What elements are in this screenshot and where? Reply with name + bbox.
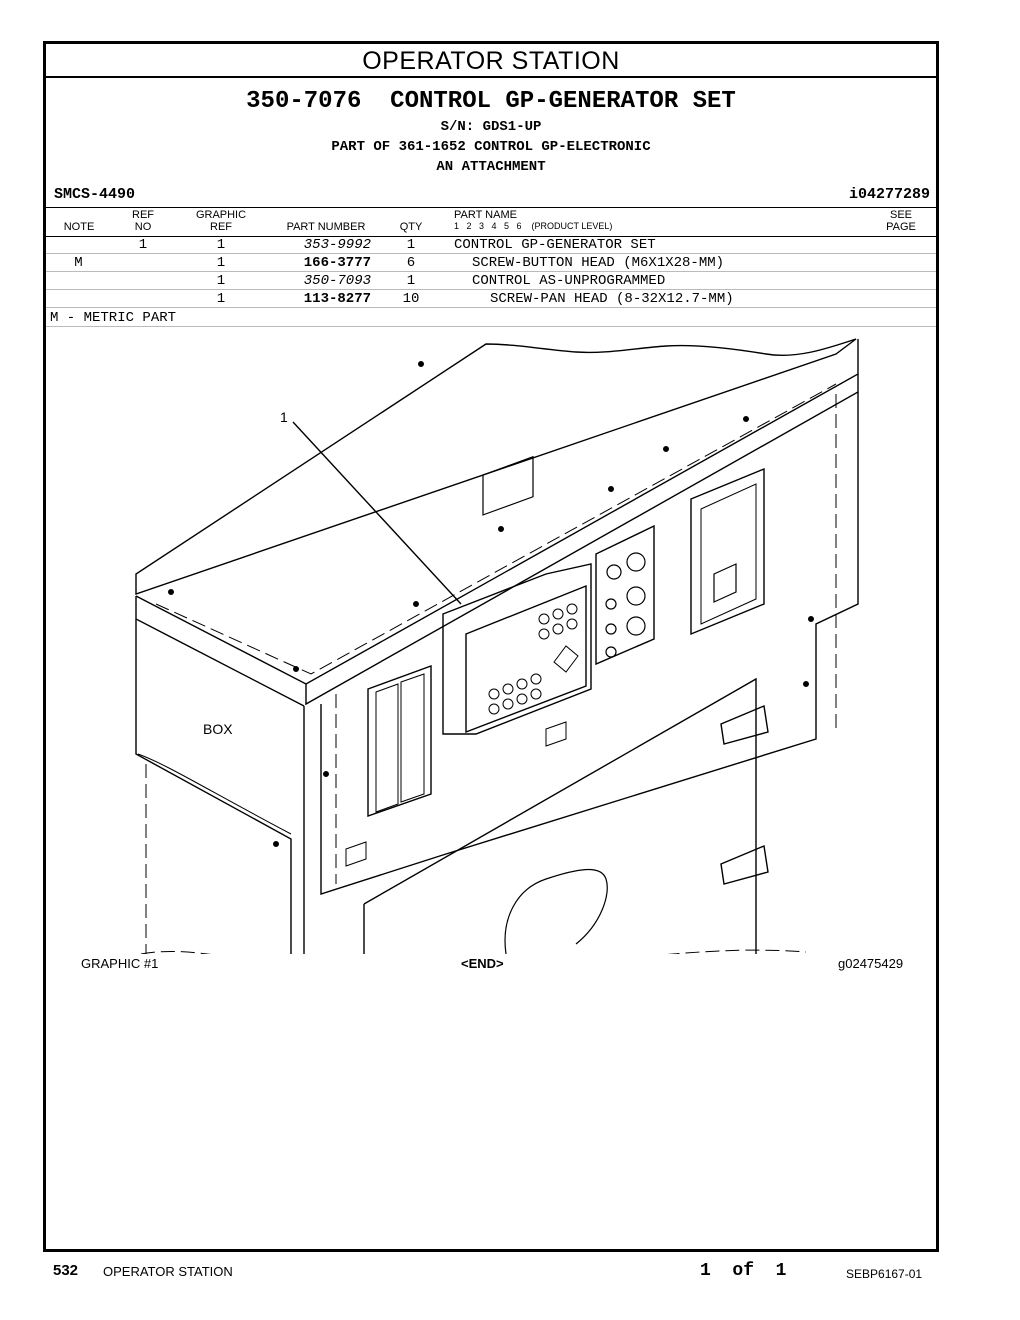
box-label: BOX	[203, 721, 233, 737]
header-see-page-2: PAGE	[886, 221, 916, 233]
header-note: NOTE	[63, 221, 95, 233]
cell-graphic-ref: 1	[216, 237, 226, 253]
cell-qty: 1	[406, 237, 416, 253]
break-line-bottom	[666, 949, 807, 954]
page-of: 1 of 1	[700, 1261, 787, 1281]
end-marker: <END>	[461, 956, 504, 971]
section-title: OPERATOR STATION	[46, 44, 936, 78]
cell-qty: 6	[406, 255, 416, 271]
table-row: 1 1 353-9992 1 CONTROL GP-GENERATOR SET	[46, 236, 936, 254]
front-panel-outline	[320, 392, 859, 895]
page-frame: OPERATOR STATION 350-7076 CONTROL GP-GEN…	[43, 41, 939, 1252]
graphic-id: g02475429	[838, 956, 904, 971]
lid-top-outline	[135, 338, 857, 595]
table-row: M 1 166-3777 6 SCREW-BUTTON HEAD (M6X1X2…	[46, 254, 936, 272]
access-latch	[713, 563, 737, 603]
box-left-side	[135, 619, 292, 954]
callout-number: 1	[280, 409, 288, 425]
meter-strip-right	[400, 673, 425, 803]
cell-qty: 10	[402, 291, 420, 307]
cell-part-name: CONTROL GP-GENERATOR SET	[454, 237, 656, 253]
controller-display	[482, 455, 534, 516]
generator-control-drawing: 1 BOX	[135, 338, 859, 954]
lid-dashed-line	[155, 383, 837, 675]
info-id: i04277289	[848, 186, 930, 203]
part-of-line: PART OF 361-1652 CONTROL GP-ELECTRONIC	[331, 139, 651, 155]
cell-part-number: 353-9992	[303, 237, 371, 253]
lid-left-edge	[135, 596, 305, 707]
access-panel-inner	[700, 483, 757, 625]
screw-markers	[168, 361, 814, 847]
page-number: 532	[53, 1262, 79, 1279]
cell-part-name: SCREW-BUTTON HEAD (M6X1X28-MM)	[472, 255, 725, 271]
cell-part-number: 350-7093	[303, 273, 371, 289]
header-graphic-ref-1: GRAPHIC	[195, 209, 247, 221]
header-qty: QTY	[399, 221, 423, 233]
meter-strip-left	[375, 683, 399, 813]
lid-lip	[305, 374, 859, 706]
header-product-level: 1 2 3 4 5 6 (PRODUCT LEVEL)	[454, 221, 613, 231]
cell-note: M	[74, 255, 83, 271]
header-part-name: PART NAME	[454, 209, 517, 221]
smcs-code: SMCS-4490	[54, 186, 136, 203]
header-see-page-1: SEE	[889, 209, 912, 221]
controller-buttons	[488, 603, 579, 715]
cell-graphic-ref: 1	[216, 291, 226, 307]
document-id: SEBP6167-01	[846, 1267, 923, 1281]
cell-part-number: 113-8277	[303, 291, 371, 307]
header-part-number: PART NUMBER	[286, 221, 366, 233]
cell-graphic-ref: 1	[216, 255, 226, 271]
metric-divider	[46, 326, 936, 327]
lid-front-edge	[135, 339, 859, 685]
table-row: 1 113-8277 10 SCREW-PAN HEAD (8-32X12.7-…	[46, 290, 936, 308]
serial-number: S/N: GDS1-UP	[440, 119, 542, 135]
graphic-caption: GRAPHIC #1	[81, 956, 159, 971]
parts-table-header: NOTE REF NO GRAPHIC REF PART NUMBER QTY …	[46, 207, 936, 237]
header-graphic-ref-2: REF	[210, 221, 232, 233]
table-row: 1 350-7093 1 CONTROL AS-UNPROGRAMMED	[46, 272, 936, 290]
header-ref-no-1: REF	[132, 209, 154, 221]
footer-section: OPERATOR STATION	[103, 1264, 233, 1279]
latch-small	[545, 721, 567, 747]
controller-housing	[442, 563, 592, 735]
door-hinge-bottom	[720, 845, 769, 885]
cell-ref-no: 1	[138, 237, 148, 253]
cell-graphic-ref: 1	[216, 273, 226, 289]
cell-qty: 1	[406, 273, 416, 289]
attachment-line: AN ATTACHMENT	[436, 159, 546, 175]
access-panel	[690, 467, 765, 636]
group-title: 350-7076 CONTROL GP-GENERATOR SET	[246, 88, 736, 115]
door-cutout	[504, 868, 608, 954]
door-hinge-top	[720, 705, 769, 745]
hinge-left	[345, 841, 367, 867]
break-line-left	[140, 950, 212, 954]
box-panel-edge	[137, 753, 292, 835]
lower-door-top	[363, 677, 757, 954]
cell-part-number: 166-3777	[303, 255, 371, 271]
cell-part-name: SCREW-PAN HEAD (8-32X12.7-MM)	[490, 291, 734, 307]
meter-module	[367, 664, 432, 817]
switch-knobs	[605, 552, 646, 658]
metric-note: M - METRIC PART	[50, 310, 177, 326]
switch-panel	[595, 524, 655, 666]
cell-part-name: CONTROL AS-UNPROGRAMMED	[472, 273, 666, 289]
header-ref-no-2: NO	[134, 221, 152, 233]
callout-leader	[292, 421, 462, 605]
controller-face	[465, 584, 587, 734]
